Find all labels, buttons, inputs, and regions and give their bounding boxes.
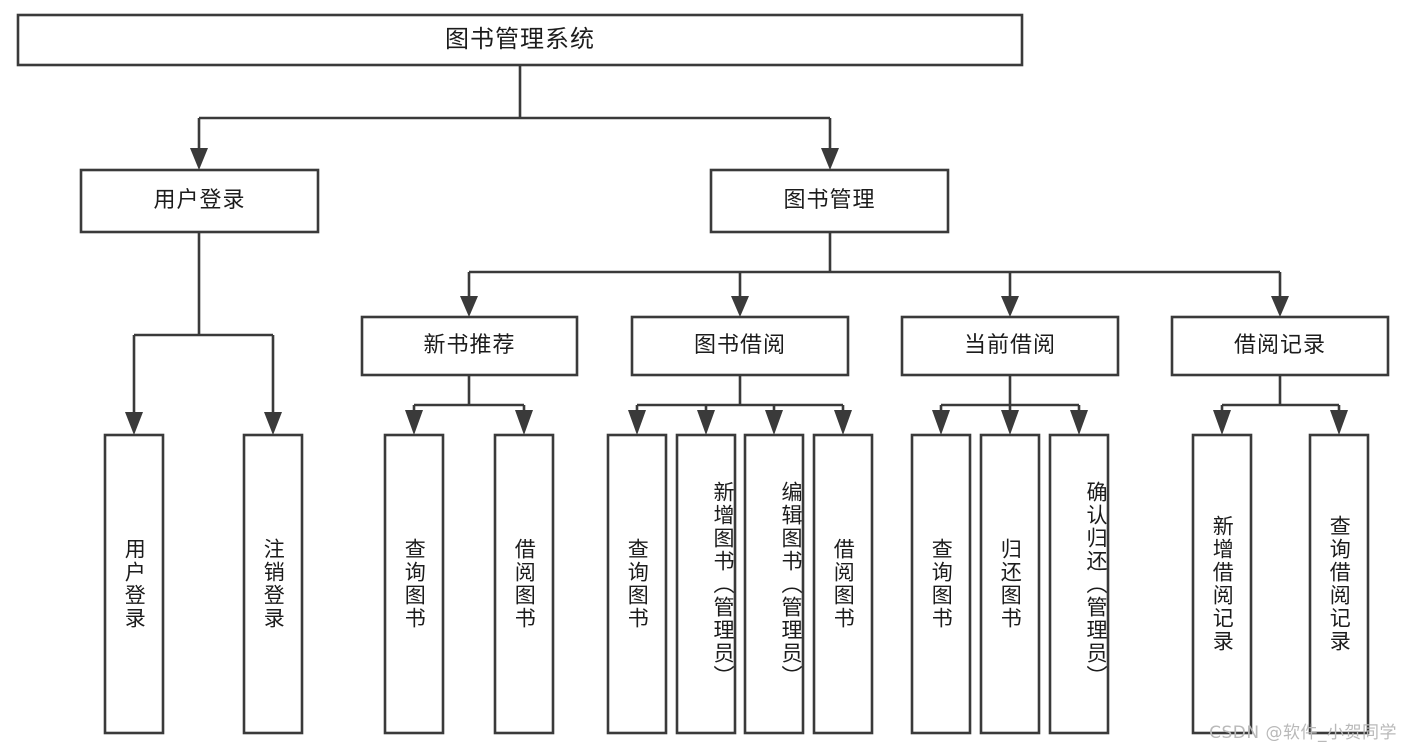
arrow-head-icon: [821, 148, 839, 170]
node-box-leaf[interactable]: [1191, 433, 1253, 735]
arrow-head-icon: [190, 148, 208, 170]
arrow-head-icon: [1001, 410, 1019, 435]
arrow-head-icon: [1001, 296, 1019, 317]
arrow-head-icon: [1070, 410, 1088, 435]
arrow-head-icon: [460, 296, 478, 317]
node-box-new-book-recommend[interactable]: [360, 315, 579, 377]
node-box-book-management[interactable]: [709, 168, 950, 234]
arrow-head-icon: [405, 410, 423, 435]
node-box-book-borrow[interactable]: [630, 315, 850, 377]
node-box-leaf[interactable]: [743, 433, 805, 735]
node-box-leaf[interactable]: [103, 433, 165, 735]
connector-book-management-to-level3: [460, 232, 1289, 317]
arrow-head-icon: [264, 412, 282, 435]
arrow-head-icon: [731, 296, 749, 317]
connector-new-book-recommend-to-leaves: [405, 375, 533, 435]
arrow-head-icon: [1213, 410, 1231, 435]
arrow-head-icon: [1271, 296, 1289, 317]
connector-book-borrow-to-leaves: [628, 375, 852, 435]
arrow-head-icon: [628, 410, 646, 435]
arrow-head-icon: [125, 412, 143, 435]
connector-borrow-record-to-leaves: [1213, 375, 1348, 435]
node-box-leaf[interactable]: [383, 433, 445, 735]
node-box-leaf[interactable]: [493, 433, 555, 735]
node-box-leaf[interactable]: [606, 433, 668, 735]
node-box-leaf[interactable]: [675, 433, 737, 735]
node-box-leaf[interactable]: [812, 433, 874, 735]
arrow-head-icon: [932, 410, 950, 435]
node-box-leaf[interactable]: [1048, 433, 1110, 735]
node-box-root[interactable]: [16, 13, 1024, 67]
arrow-head-icon: [834, 410, 852, 435]
node-box-borrow-record[interactable]: [1170, 315, 1390, 377]
node-box-current-borrow[interactable]: [900, 315, 1120, 377]
arrow-head-icon: [765, 410, 783, 435]
connector-user-login-to-leaves: [125, 232, 282, 435]
node-box-leaf[interactable]: [242, 433, 304, 735]
arrow-head-icon: [697, 410, 715, 435]
connector-root-to-level2: [190, 65, 839, 170]
arrow-head-icon: [515, 410, 533, 435]
node-box-user-login[interactable]: [79, 168, 320, 234]
arrow-head-icon: [1330, 410, 1348, 435]
node-box-leaf[interactable]: [1308, 433, 1370, 735]
node-box-leaf[interactable]: [979, 433, 1041, 735]
connector-current-borrow-to-leaves: [932, 375, 1088, 435]
node-box-leaf[interactable]: [910, 433, 972, 735]
